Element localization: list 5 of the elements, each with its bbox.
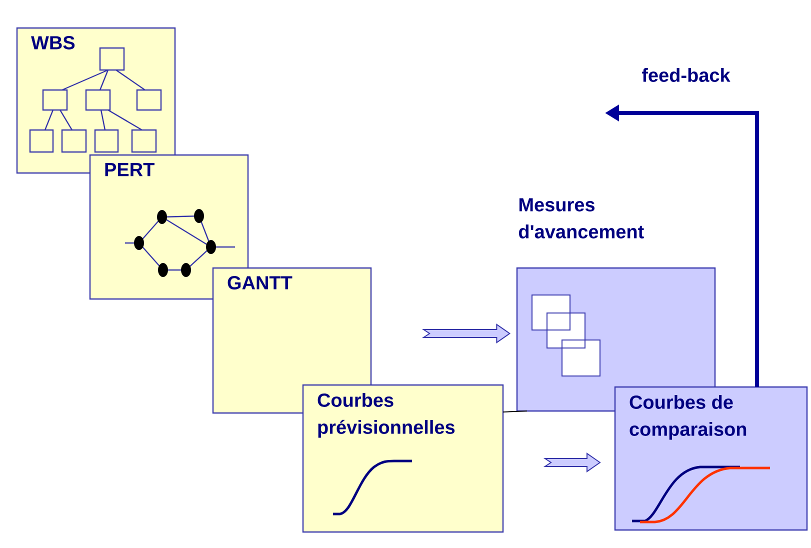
card-box: Courbes prévisionnelles — [302, 384, 504, 533]
heading: Mesures d'avancement — [519, 198, 644, 238]
edge-label: feed-back — [642, 68, 730, 82]
card-box: Courbes de comparaison — [614, 386, 808, 531]
connector-line — [502, 410, 528, 412]
